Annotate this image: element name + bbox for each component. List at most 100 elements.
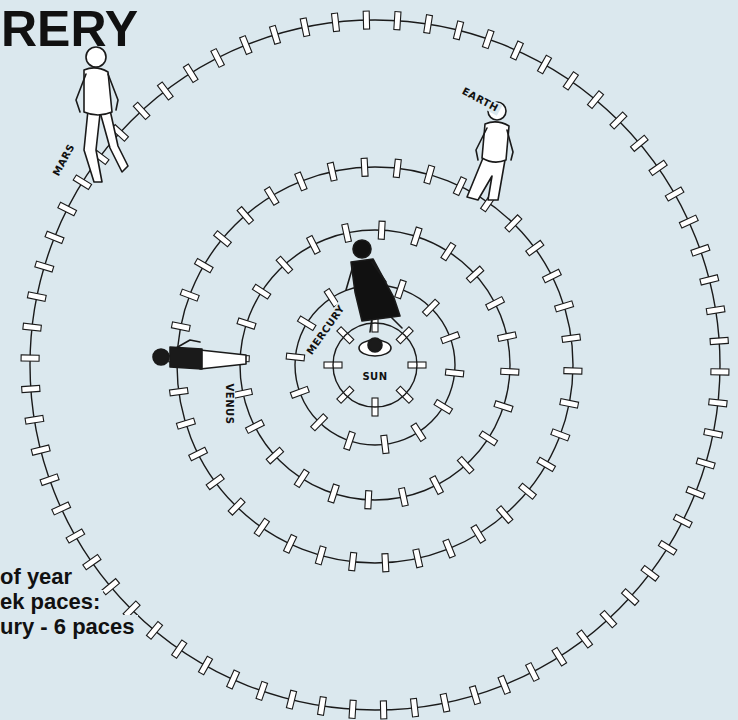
position-marker [537, 55, 551, 74]
position-marker [665, 187, 684, 201]
position-marker [73, 175, 91, 190]
position-marker [290, 386, 309, 398]
position-marker [198, 656, 212, 675]
position-marker [327, 162, 337, 181]
position-marker [246, 420, 265, 434]
position-marker [286, 353, 305, 361]
position-marker [424, 15, 433, 34]
position-marker [102, 579, 120, 595]
position-marker [395, 280, 406, 299]
position-marker [453, 177, 466, 196]
position-marker [494, 401, 513, 412]
position-marker [361, 158, 368, 176]
sun-person [359, 338, 391, 356]
position-marker [237, 207, 253, 225]
position-marker [21, 355, 39, 361]
position-marker [610, 112, 627, 129]
position-marker [294, 469, 309, 487]
position-marker [470, 686, 481, 705]
orbit-rings [21, 11, 729, 719]
position-marker [710, 337, 728, 344]
position-marker [411, 423, 426, 441]
position-marker [649, 160, 667, 175]
position-marker [497, 506, 513, 524]
position-marker [256, 681, 268, 700]
position-marker [537, 457, 556, 471]
position-marker [58, 202, 77, 215]
position-marker [422, 299, 439, 316]
position-marker [211, 49, 225, 68]
position-marker [577, 630, 593, 648]
venus-person [153, 340, 246, 369]
position-marker [189, 447, 208, 460]
position-marker [443, 539, 455, 558]
position-marker [295, 172, 307, 191]
position-marker [328, 484, 339, 503]
orbit-ring [240, 230, 510, 500]
position-marker [709, 399, 728, 407]
position-marker [254, 518, 269, 536]
position-marker [40, 474, 59, 486]
position-marker [264, 187, 278, 205]
mercury-person [346, 240, 402, 332]
position-marker [482, 30, 494, 49]
position-marker [252, 284, 270, 299]
position-marker [658, 540, 676, 555]
position-marker [365, 491, 372, 509]
circle-outline [333, 323, 417, 407]
position-marker [711, 369, 729, 375]
position-marker [551, 429, 570, 441]
position-marker [691, 244, 710, 256]
position-marker [240, 36, 252, 55]
position-marker [555, 301, 574, 312]
position-marker [622, 589, 639, 606]
position-marker [382, 554, 389, 572]
position-marker [393, 159, 401, 178]
position-marker [214, 231, 232, 247]
position-marker [234, 389, 253, 399]
position-marker [498, 332, 517, 342]
position-marker [501, 368, 519, 375]
position-marker [510, 41, 523, 60]
position-marker [35, 261, 54, 272]
sun-circle: SUN [333, 323, 417, 407]
position-marker [307, 236, 321, 255]
position-marker [363, 11, 369, 29]
position-marker [25, 415, 44, 424]
orbit-ring [177, 167, 573, 563]
position-marker [176, 418, 195, 429]
position-marker [180, 289, 199, 301]
position-marker [564, 368, 582, 375]
position-marker [157, 82, 173, 100]
position-marker [526, 240, 544, 255]
position-marker [519, 483, 537, 499]
position-marker [227, 670, 240, 689]
position-marker [45, 231, 64, 243]
position-marker [27, 292, 46, 301]
sun-ring [333, 323, 417, 407]
position-marker [630, 135, 648, 151]
note-line: ury - 6 paces [0, 615, 138, 639]
position-marker [600, 610, 617, 627]
position-marker [430, 476, 444, 495]
position-marker [146, 622, 162, 640]
position-marker [22, 385, 40, 392]
position-marker [505, 215, 522, 232]
note-line: ek paces: [0, 590, 103, 614]
position-marker [52, 502, 71, 515]
position-marker [424, 165, 435, 184]
position-marker [441, 332, 460, 344]
position-marker [434, 399, 452, 413]
position-marker [587, 91, 603, 109]
title: RERY [1, 4, 138, 54]
position-marker [563, 72, 578, 90]
node-label: SUN [333, 371, 417, 382]
position-marker [706, 306, 725, 315]
position-marker [686, 487, 705, 499]
position-marker [172, 640, 187, 658]
position-marker [498, 675, 510, 694]
position-marker [673, 514, 692, 527]
position-marker [276, 256, 293, 273]
position-marker [381, 435, 389, 454]
position-marker [169, 388, 188, 396]
